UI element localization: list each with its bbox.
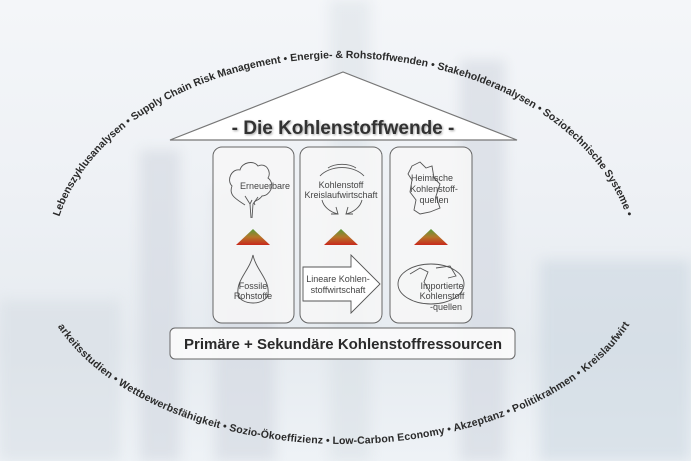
pillar-bottom-label: Importierte (420, 281, 463, 291)
pillar-circular-economy: Kohlenstoff Kreislaufwirtschaft Lineare … (299, 146, 383, 324)
diagram-title: - Die Kohlenstoffwende - (232, 118, 455, 139)
drop-icon (237, 254, 269, 304)
arrow-right-icon (302, 253, 381, 315)
foundation-bar (169, 327, 516, 360)
pillar-bottom-label: Fossile (239, 281, 268, 291)
roof (169, 71, 518, 141)
pillar-top-label: Kreislaufwirtschaft (304, 190, 378, 200)
triangle-icon (236, 229, 270, 245)
globe-icon (397, 263, 465, 305)
pillar-top-label: Kohlenstoff- (410, 184, 458, 194)
pillar-bottom-label: Kohlenstoff (420, 291, 465, 301)
pillar-top-label: Heimische (411, 173, 453, 183)
germany-map-icon (407, 161, 441, 215)
pillar-bottom-label: stoffwirtschaft (311, 285, 366, 295)
pillar-bottom-label: Rohstoffe (234, 291, 272, 301)
cycle-arrows-icon (319, 163, 365, 215)
pillar-bottom-label: Lineare Kohlen- (306, 274, 370, 284)
triangle-icon (414, 229, 448, 245)
foundation-label: Primäre + Sekundäre Kohlenstoffressource… (184, 336, 502, 353)
pillar-renewable: Erneuerbare Fossile Rohstoffe (212, 146, 295, 324)
tree-icon (229, 162, 273, 219)
pillar-top-label: Erneuerbare (240, 181, 290, 191)
pillar-top-label: quellen (419, 195, 448, 205)
pillar-bottom-label: -quellen (430, 302, 462, 312)
pillar-domestic-import: Heimische Kohlenstoff- quellen Importier… (389, 146, 473, 324)
pillar-top-label: Kohlenstoff (319, 180, 364, 190)
triangle-icon (324, 229, 358, 245)
